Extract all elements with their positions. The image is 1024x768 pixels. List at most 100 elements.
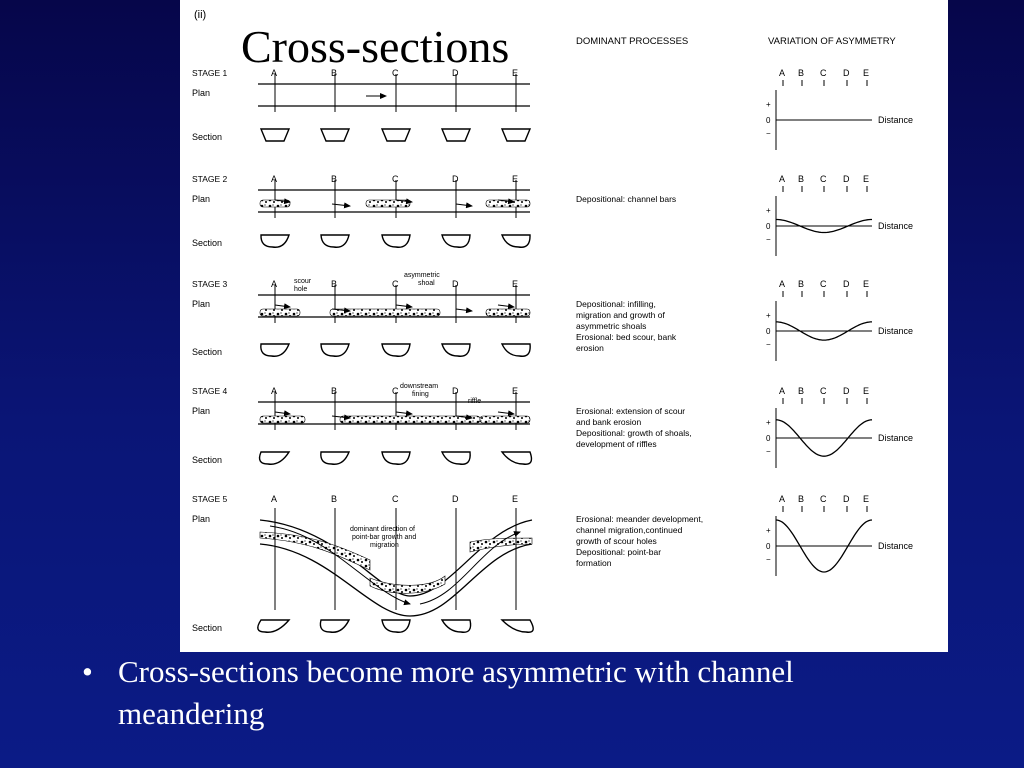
channel-bar — [485, 308, 531, 317]
station-letter-d: D — [452, 279, 459, 289]
axis-zero: 0 — [766, 116, 771, 125]
plot-station-e: E — [863, 386, 869, 396]
plot-station-e: E — [863, 174, 869, 184]
point-bar — [369, 575, 446, 594]
flow-arrow — [455, 307, 473, 314]
plot-station-c: C — [820, 279, 827, 289]
figure-panel: (ii) DOMINANT PROCESSES VARIATION OF ASY… — [180, 0, 948, 652]
channel-bar — [329, 308, 441, 317]
cross-section-a — [257, 619, 291, 633]
channel-bar — [479, 415, 531, 424]
plan-label: Plan — [192, 299, 210, 309]
station-letter-c: C — [392, 386, 399, 396]
flow-arrow — [331, 202, 351, 209]
axis-zero: 0 — [766, 542, 771, 551]
cross-section-a — [260, 234, 290, 248]
process-line: erosion — [576, 343, 604, 353]
channel-bar — [339, 415, 481, 424]
cross-section-a — [259, 128, 291, 142]
axis-distance: Distance — [878, 221, 913, 231]
stage-label: STAGE 4 — [192, 386, 228, 396]
flow-arrow — [331, 414, 351, 421]
plot-station-a: A — [779, 494, 785, 504]
flow-arrow — [419, 531, 521, 605]
flow-arrow — [274, 410, 291, 417]
variation-header: VARIATION OF ASYMMETRY — [768, 36, 896, 47]
process-line: Erosional: meander development, — [576, 514, 703, 524]
process-line: Depositional: channel bars — [576, 194, 676, 204]
process-line: Erosional: extension of scour — [576, 406, 685, 416]
bullet-text: Cross-sections become more asymmetric wi… — [118, 654, 794, 731]
plan-view — [258, 392, 531, 430]
station-letter-a: A — [271, 386, 277, 396]
flow-arrow — [331, 307, 351, 314]
dominant-direction-label-3: migration — [370, 542, 399, 549]
axis-minus: − — [766, 235, 771, 244]
process-line: formation — [576, 558, 612, 568]
plot-station-c: C — [820, 386, 827, 396]
axis-plus: + — [766, 311, 771, 320]
plot-station-b: B — [798, 386, 804, 396]
axis-distance: Distance — [878, 541, 913, 551]
process-line: Depositional: infilling, — [576, 299, 656, 309]
cross-section-c — [381, 234, 411, 248]
stage-label: STAGE 1 — [192, 68, 228, 78]
cross-section-e — [500, 619, 534, 633]
asymmetry-curve — [776, 321, 872, 341]
plan-view — [258, 74, 530, 112]
stage5-annotations: dominant direction of point-bar growth a… — [350, 526, 416, 549]
fluvial-stages-diagram: (ii) DOMINANT PROCESSES VARIATION OF ASY… — [192, 9, 913, 633]
plot-station-b: B — [798, 494, 804, 504]
axis-plus: + — [766, 100, 771, 109]
station-letter-d: D — [452, 68, 459, 78]
cross-section-d — [440, 619, 472, 633]
process-line: development of riffles — [576, 439, 657, 449]
plot-station-b: B — [798, 174, 804, 184]
cross-section-c — [381, 451, 411, 465]
channel-bank — [259, 543, 533, 617]
station-letter-e: E — [512, 386, 518, 396]
process-line: Depositional: point-bar — [576, 547, 661, 557]
stage4-annotations: downstream fining riffle — [400, 383, 481, 405]
axis-minus: − — [766, 129, 771, 138]
cross-section-b — [319, 128, 351, 142]
panel-label: (ii) — [194, 9, 206, 21]
flow-arrow — [395, 303, 413, 310]
plot-station-e: E — [863, 68, 869, 78]
cross-section-d — [441, 234, 471, 248]
axis-minus: − — [766, 447, 771, 456]
bullet-marker: • — [82, 654, 93, 689]
station-letter-e: E — [512, 494, 518, 504]
station-letter-b: B — [331, 279, 337, 289]
plot-station-a: A — [779, 68, 785, 78]
process-line: Depositional: growth of shoals, — [576, 428, 692, 438]
axis-distance: Distance — [878, 326, 913, 336]
flow-arrow — [497, 303, 515, 310]
asymmetric-shoal-label-2: shoal — [418, 280, 435, 287]
riffle-label: riffle — [468, 398, 481, 405]
dominant-direction-label-2: point-bar growth and — [352, 534, 416, 541]
station-letter-e: E — [512, 174, 518, 184]
stage3-annotations: scour hole asymmetric shoal — [294, 272, 440, 293]
scour-hole-label-2: hole — [294, 286, 307, 293]
plot-station-d: D — [843, 174, 850, 184]
flow-arrow — [269, 525, 411, 606]
downstream-fining-label-2: fining — [412, 391, 429, 398]
flow-arrow — [274, 198, 291, 205]
process-line: migration and growth of — [576, 310, 665, 320]
axis-plus: + — [766, 206, 771, 215]
station-letter-b: B — [331, 174, 337, 184]
flow-arrow — [497, 410, 515, 417]
axis-zero: 0 — [766, 434, 771, 443]
section-label: Section — [192, 132, 222, 142]
cross-section-b — [320, 234, 350, 248]
station-letter-a: A — [271, 494, 277, 504]
section-row — [259, 128, 532, 142]
station-letter-d: D — [452, 494, 459, 504]
axis-plus: + — [766, 418, 771, 427]
channel-bar — [259, 415, 306, 424]
cross-section-b — [320, 343, 350, 357]
